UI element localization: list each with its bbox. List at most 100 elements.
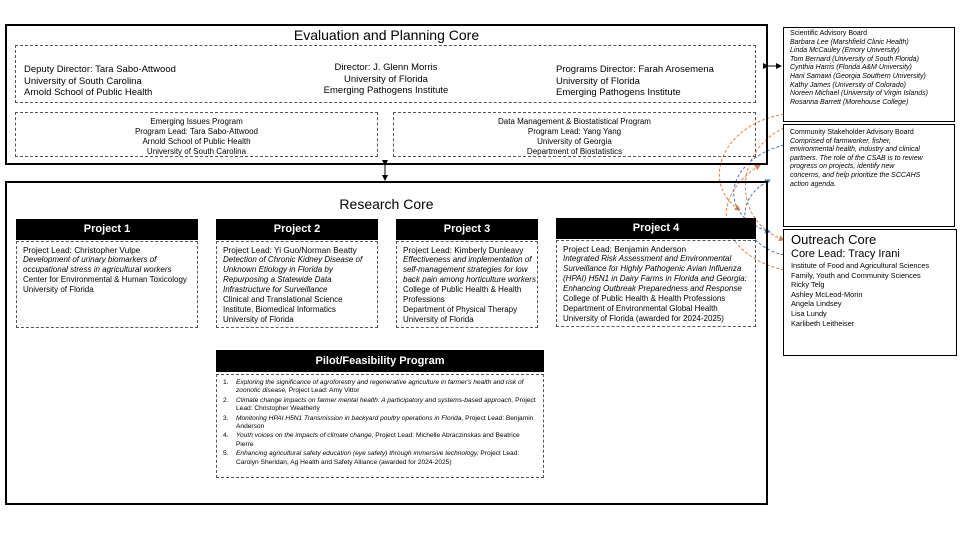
pilot-box: 1.Exploring the significance of agrofore… — [216, 374, 544, 478]
pilot-item-number: 1. — [223, 379, 229, 386]
director-affil-2: Emerging Pathogens Institute — [323, 85, 449, 96]
pilot-item: 4. Youth voices on the impacts of climate… — [223, 432, 537, 449]
project-3-desc: Effectiveness and implementation of — [403, 255, 532, 264]
pilot-item-lead: Project Lead: Amy Vittor — [286, 387, 360, 395]
emerging-affil-2: University of South Carolina — [146, 147, 247, 156]
project-1-desc: occupational stress in agricultural work… — [23, 265, 172, 274]
csab-desc: partners. The role of the CSAB is to rev… — [790, 154, 923, 162]
director: Director: J. Glenn Morris University of … — [306, 62, 466, 97]
emerging-issues-program: Emerging Issues Program Program Lead: Ta… — [15, 112, 378, 157]
pilot-item: 5. Enhancing agricultural safety educatio… — [223, 450, 537, 467]
sab-member: Cynthia Harris (Florida A&M University) — [790, 64, 912, 72]
project-2-affil: Institute, Biomedical Informatics — [223, 305, 336, 314]
project-2-box: Project Lead: Yi Guo/Norman Beatty Detec… — [216, 241, 378, 328]
pilot-item-number: 4. — [223, 432, 229, 440]
project-1-lead: Project Lead: Christopher Vulpe — [23, 245, 141, 255]
project-4-desc: Integrated Risk Assessment and Environme… — [563, 254, 732, 263]
emerging-title: Emerging Issues Program — [150, 117, 243, 126]
pilot-item-number: 2. — [223, 396, 229, 404]
sab-member: Barbara Lee (Marshfield Clinic Health) — [790, 38, 909, 46]
blue-arrow-1 — [733, 144, 785, 234]
datamgmt-affil-2: Department of Biostatistics — [526, 147, 623, 156]
deputy-director: Deputy Director: Tara Sabo-Attwood Unive… — [24, 64, 176, 99]
sab-member: Noreen Michael (University of Virgin Isl… — [790, 90, 928, 98]
project-3-affil: College of Public Health & Health — [403, 285, 522, 294]
datamgmt-title: Data Management & Biostatistical Program — [498, 117, 651, 126]
programs-affil-2: Emerging Pathogens Institute — [556, 87, 681, 98]
project-2-affil: Clinical and Translational Science — [223, 295, 343, 304]
project-4-header: Project 4 — [556, 218, 756, 239]
project-1-box: Project Lead: Christopher Vulpe Developm… — [16, 241, 198, 328]
outreach-line: Lisa Lundy — [791, 308, 827, 318]
pilot-item-title: Monitoring HPAI H5N1 Transmission in bac… — [236, 414, 464, 422]
project-4-lead: Project Lead: Benjamin Anderson — [563, 244, 687, 254]
scientific-advisory-board: Scientific Advisory Board Barbara Lee (M… — [783, 27, 955, 122]
sab-member: Rosanna Barrett (Morehouse College) — [790, 98, 909, 106]
csab-desc: concerns, and help prioritize the SCCAHS — [790, 171, 921, 179]
epc-title: Evaluation and Planning Core — [293, 27, 480, 43]
csab-desc: environmental health, industry and clini… — [790, 146, 920, 154]
outreach-title: Outreach Core — [791, 232, 877, 247]
sab-member: Kathy James (University of Colorado) — [790, 81, 906, 89]
blue-arrow-2 — [744, 179, 785, 256]
project-3-header: Project 3 — [396, 219, 538, 240]
project-1-header: Project 1 — [16, 219, 198, 240]
sab-member: Linda McCauley (Emory University) — [790, 47, 900, 55]
project-3-box: Project Lead: Kimberly Dunleavy Effectiv… — [396, 241, 538, 328]
sab-title: Scientific Advisory Board — [790, 30, 868, 37]
project-2-desc: Detection of Chronic Kidney Disease of — [223, 255, 363, 264]
director-name: Director: J. Glenn Morris — [334, 62, 438, 73]
outreach-lead: Core Lead: Tracy Irani — [791, 248, 900, 260]
csab-desc: progress on projects, identify new — [790, 163, 895, 171]
outreach-line: Family, Youth and Community Sciences — [791, 270, 921, 280]
project-1-desc: Development of urinary biomarkers of — [23, 255, 157, 264]
outreach-line: Ricky Telg — [791, 280, 825, 290]
project-1-affil: University of Florida — [23, 285, 94, 294]
project-3-affil: University of Florida — [403, 315, 474, 324]
csab-title: Community Stakeholder Advisory Board — [790, 129, 914, 136]
community-stakeholder-advisory-board: Community Stakeholder Advisory Board Com… — [783, 124, 955, 227]
outreach-line: Karlibeth Leitheiser — [791, 318, 855, 328]
pilot-item-title: Youth voices on the impacts of climate c… — [236, 432, 374, 440]
datamgmt-affil-1: University of Georgia — [537, 137, 612, 146]
pilot-item-lead: Project Lead: Carolyn Sheridan, Ag Healt… — [236, 450, 520, 466]
emerging-affil-1: Arnold School of Public Health — [142, 137, 251, 146]
pilot-item: 1.Exploring the significance of agrofore… — [223, 379, 537, 396]
project-4-desc: Enhancing Outbreak Preparedness and Resp… — [563, 284, 742, 293]
project-4-affil: College of Public Health & Health Profes… — [563, 294, 726, 303]
pilot-item-lead: Project Lead: Christopher Weatherly — [236, 396, 536, 413]
outreach-line: Ashley McLeod-Morin — [791, 289, 863, 299]
outreach-core: Outreach Core Core Lead: Tracy Irani Ins… — [783, 229, 957, 356]
project-3-affil: Professions — [403, 295, 445, 304]
deputy-affil-2: Arnold School of Public Health — [24, 87, 153, 98]
deputy-name: Deputy Director: Tara Sabo-Attwood — [24, 64, 176, 75]
project-1-affil: Center for Environmental & Human Toxicol… — [23, 275, 187, 284]
project-2-desc: Unknown Etiology in Florida by — [223, 265, 333, 274]
project-3-desc: back pain among horticulture workers — [403, 275, 536, 284]
research-title: Research Core — [339, 196, 434, 212]
project-2-header: Project 2 — [216, 219, 378, 240]
project-4-affil: University of Florida (awarded for 2024-… — [563, 314, 724, 323]
director-affil-1: University of Florida — [344, 73, 428, 85]
evaluation-planning-core: Evaluation and Planning Core Deputy Dire… — [5, 24, 768, 165]
project-4-box: Project Lead: Benjamin Anderson Integrat… — [556, 240, 756, 327]
epc-directors-box: Deputy Director: Tara Sabo-Attwood Unive… — [15, 45, 756, 103]
sab-member: Tom Bernard (University of South Florida… — [790, 55, 919, 63]
pilot-item: 3.Monitoring HPAI H5N1 Transmission in b… — [223, 415, 537, 432]
pilot-list: 1.Exploring the significance of agrofore… — [223, 379, 537, 467]
pilot-item: 2. Climate change impacts on farmer menta… — [223, 397, 537, 414]
pilot-item-title: Enhancing agricultural safety education … — [236, 450, 479, 458]
project-4-affil: Department of Environmental Global Healt… — [563, 304, 718, 313]
project-2-desc: Repurposing a Statewide Data — [223, 275, 332, 284]
emerging-lead: Program Lead: Tara Sabo-Attwood — [134, 127, 259, 136]
project-4-desc: Surveillance for Highly Pathogenic Avian… — [563, 264, 742, 273]
pilot-item-title: Climate change impacts on farmer mental … — [236, 396, 514, 404]
csab-desc: Comprised of farmworker, fisher, — [790, 137, 891, 145]
project-3-desc: self-management strategies for low — [403, 265, 528, 274]
project-3-lead: Project Lead: Kimberly Dunleavy — [403, 245, 524, 255]
programs-name: Programs Director: Farah Arosemena — [556, 64, 714, 75]
programs-director: Programs Director: Farah Arosemena Unive… — [556, 64, 714, 99]
pilot-item-number: 5. — [223, 450, 229, 458]
pilot-item-lead: Project Lead: Benjamin Anderson — [236, 414, 534, 431]
deputy-affil-1: University of South Carolina — [24, 75, 142, 87]
